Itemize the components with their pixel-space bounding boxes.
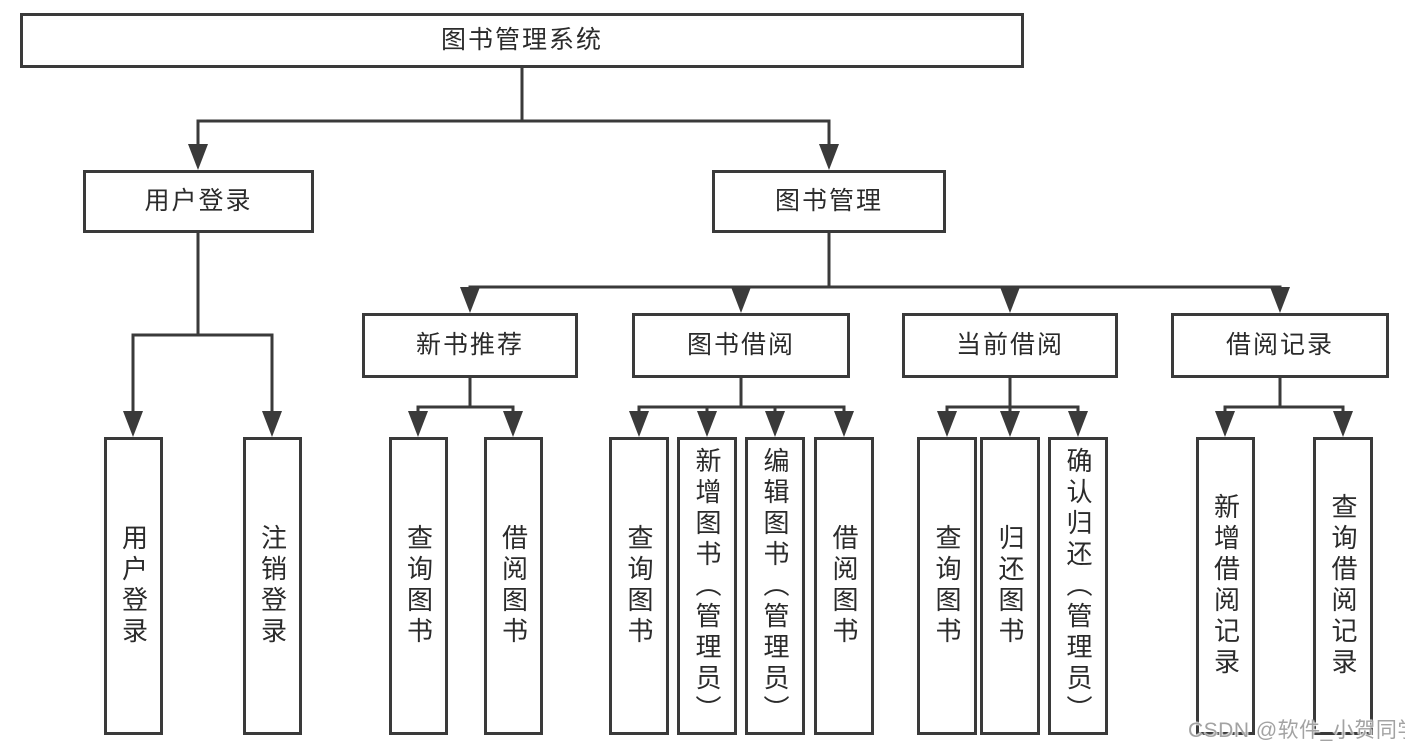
node-book-management: 图书管理 xyxy=(712,170,946,233)
node-edit-books-admin: 编辑图书（管理员） xyxy=(745,437,805,735)
node-query-books-current: 查询图书 xyxy=(917,437,977,735)
node-user-login: 用户登录 xyxy=(83,170,314,233)
node-query-books-recommend: 查询图书 xyxy=(389,437,448,735)
csdn-watermark: CSDN @软件_小贺同学 xyxy=(1188,719,1405,742)
connector-borrowing-to-children xyxy=(637,376,846,417)
node-new-book-recommendation: 新书推荐 xyxy=(362,313,578,378)
node-library-system: 图书管理系统 xyxy=(20,13,1024,68)
node-book-borrowing: 图书借阅 xyxy=(632,313,850,378)
node-borrow-books-action: 借阅图书 xyxy=(814,437,874,735)
connector-records-to-children xyxy=(1223,376,1345,417)
connector-userlogin-to-children xyxy=(131,231,274,417)
node-query-books-borrowing: 查询图书 xyxy=(609,437,669,735)
connector-newbook-to-children xyxy=(416,376,515,417)
node-add-borrow-record: 新增借阅记录 xyxy=(1196,437,1255,735)
arrowheads xyxy=(123,144,1353,437)
connector-current-to-children xyxy=(945,376,1080,417)
node-borrowing-records: 借阅记录 xyxy=(1171,313,1389,378)
node-confirm-return-admin: 确认归还（管理员） xyxy=(1048,437,1108,735)
connector-root-to-level2 xyxy=(196,66,831,152)
node-borrow-books-recommend: 借阅图书 xyxy=(484,437,543,735)
node-add-books-admin: 新增图书（管理员） xyxy=(677,437,737,735)
node-user-login-action: 用户登录 xyxy=(104,437,163,735)
node-logout-action: 注销登录 xyxy=(243,437,302,735)
node-query-borrow-record: 查询借阅记录 xyxy=(1313,437,1373,735)
connector-bookmgmt-to-level3 xyxy=(468,231,1282,297)
node-current-borrowing: 当前借阅 xyxy=(902,313,1118,378)
node-return-books: 归还图书 xyxy=(980,437,1040,735)
